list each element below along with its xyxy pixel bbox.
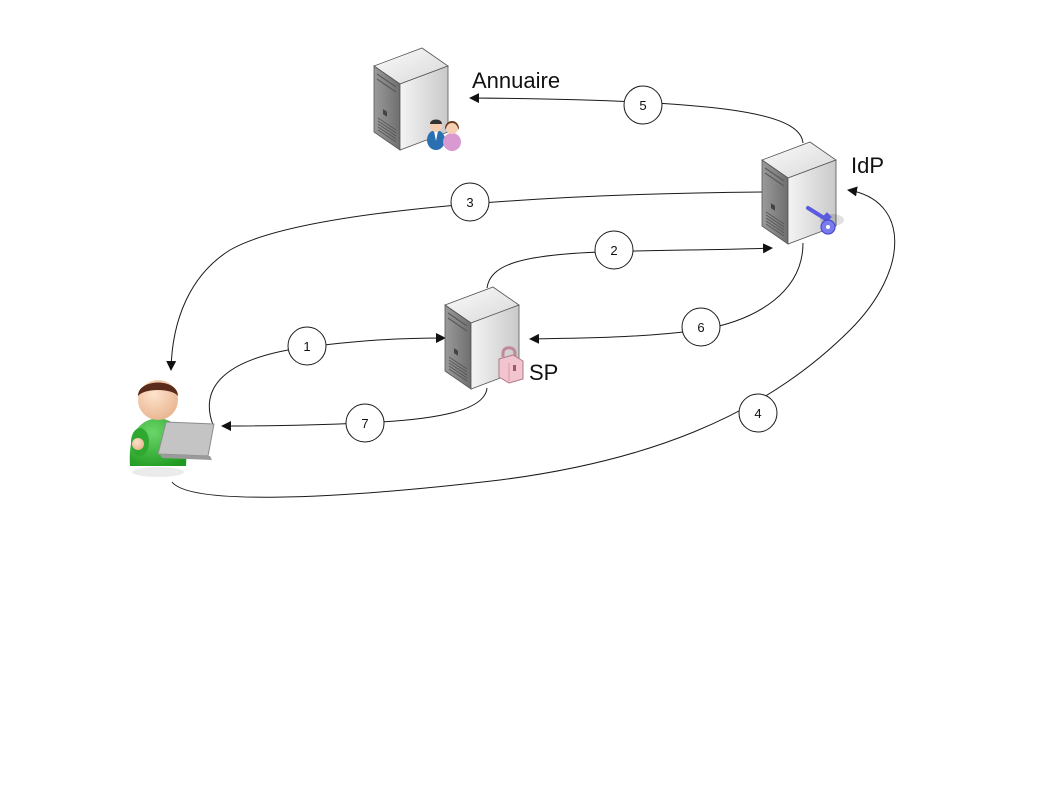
annuaire-node: Annuaire xyxy=(373,47,560,151)
edge-step-6 xyxy=(529,242,804,344)
step-marker-1: 1 xyxy=(287,326,327,366)
user-node xyxy=(129,380,215,477)
step-label: 3 xyxy=(466,195,473,210)
users-icon xyxy=(427,119,461,151)
step-label: 4 xyxy=(754,406,761,421)
key-icon xyxy=(806,206,844,235)
edge-step-3 xyxy=(166,191,763,371)
sp-label: SP xyxy=(529,360,558,385)
annuaire-label: Annuaire xyxy=(472,68,560,93)
step-label: 2 xyxy=(610,243,617,258)
step-label: 1 xyxy=(303,339,310,354)
idp-label: IdP xyxy=(851,153,884,178)
step-marker-2: 2 xyxy=(594,230,634,270)
directory-server-icon xyxy=(373,47,461,151)
step-marker-7: 7 xyxy=(345,403,385,443)
edge-step-4 xyxy=(171,186,896,498)
step-marker-4: 4 xyxy=(738,393,778,433)
step-marker-5: 5 xyxy=(623,85,663,125)
edge-step-5 xyxy=(469,93,804,144)
step-label: 6 xyxy=(697,320,704,335)
lock-icon xyxy=(498,346,524,384)
step-marker-6: 6 xyxy=(681,307,721,347)
key-server-icon xyxy=(761,141,844,245)
step-label: 7 xyxy=(361,416,368,431)
user-laptop-icon xyxy=(129,380,215,477)
step-label: 5 xyxy=(639,98,646,113)
step-marker-3: 3 xyxy=(450,182,490,222)
edge-step-1 xyxy=(208,333,446,426)
lock-server-icon xyxy=(444,286,524,390)
sp-node: SP xyxy=(444,286,558,390)
idp-node: IdP xyxy=(761,141,884,245)
